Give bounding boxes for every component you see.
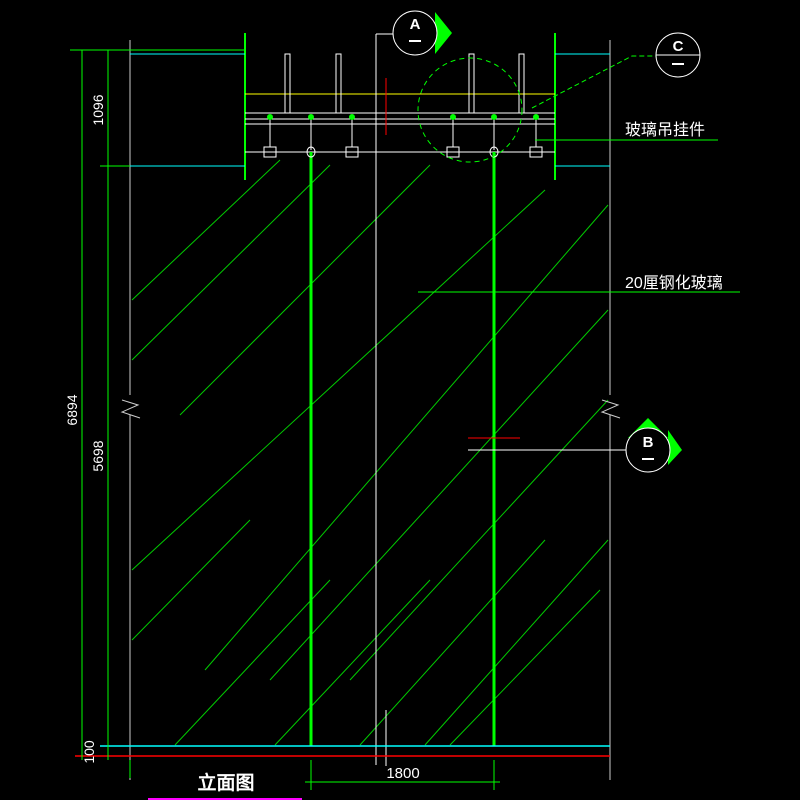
section-marker-a: A	[392, 10, 452, 56]
section-marker-b: B	[625, 418, 682, 473]
detail-c-circle	[417, 57, 523, 163]
glass-hangers	[263, 114, 543, 158]
svg-text:A: A	[410, 16, 421, 33]
detail-c-leader	[531, 55, 656, 109]
frame-lines	[75, 33, 626, 780]
glass-hatch	[131, 159, 609, 746]
dimension-lines	[70, 49, 500, 790]
dim-top: 1096	[90, 94, 106, 125]
svg-text:C: C	[673, 38, 684, 55]
dim-middle: 5698	[90, 440, 106, 471]
dim-bottom: 100	[81, 740, 97, 764]
detail-marker-c: C	[655, 32, 701, 78]
svg-text:B: B	[643, 434, 654, 451]
drawing-title: 立面图	[197, 771, 254, 794]
dim-width: 1800	[386, 765, 419, 782]
dim-total: 6894	[64, 394, 80, 425]
posts	[284, 53, 525, 114]
glass-label: 20厘钢化玻璃	[625, 274, 723, 292]
hanger-label: 玻璃吊挂件	[625, 121, 705, 139]
